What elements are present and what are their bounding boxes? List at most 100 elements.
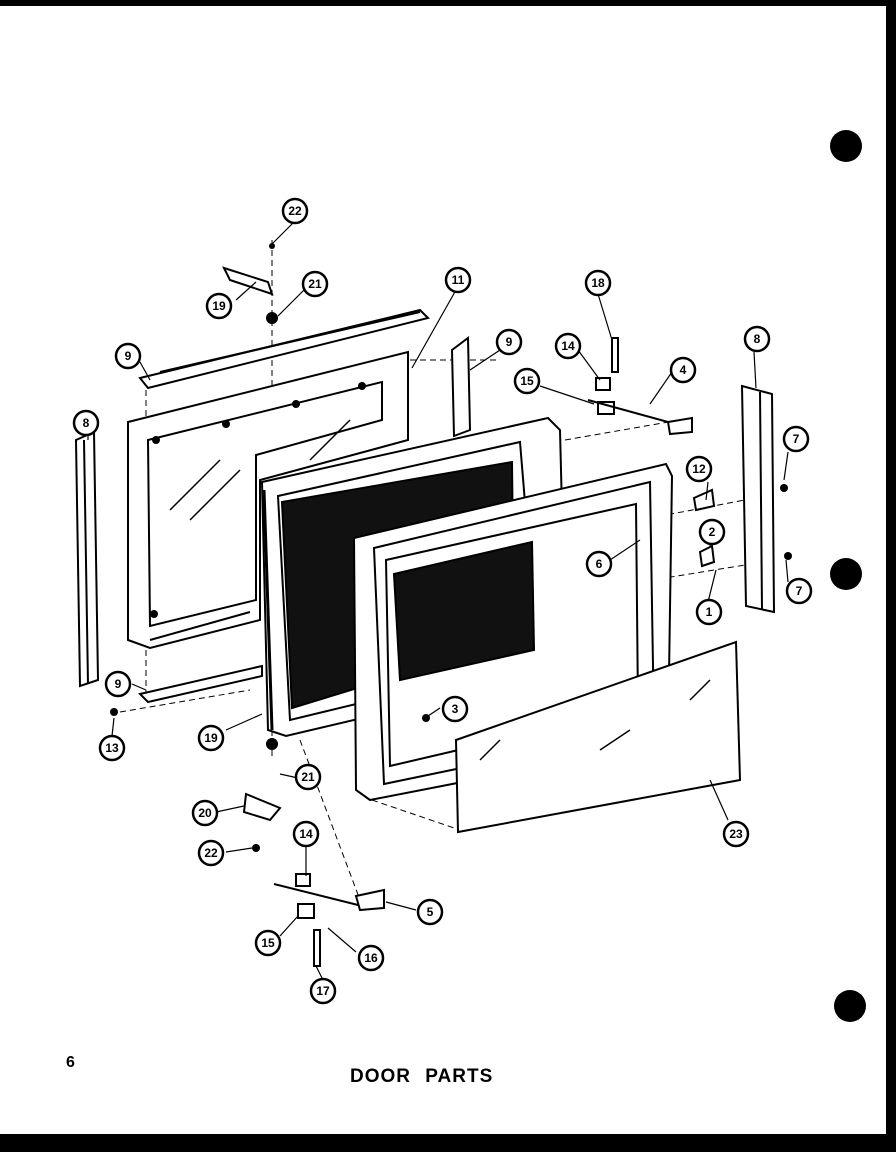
binder-hole	[834, 990, 866, 1022]
callout-circle	[416, 898, 444, 926]
callout-2: 2	[698, 518, 726, 546]
binder-hole	[830, 130, 862, 162]
callout-20: 20	[191, 799, 219, 827]
callout-label: 17	[316, 984, 330, 998]
binder-hole	[830, 558, 862, 590]
callout-8: 8	[72, 409, 100, 437]
callout-label: 15	[520, 374, 534, 388]
glass-panel	[454, 640, 742, 834]
page-number: 6	[66, 1054, 75, 1071]
scan-edge-bottom	[0, 1134, 896, 1152]
callout-label: 21	[308, 277, 322, 291]
callout-label: 9	[115, 677, 122, 691]
callout-circle	[114, 342, 142, 370]
right-trim-strip	[740, 384, 776, 614]
right-small-trim	[450, 336, 472, 438]
callout-7: 7	[782, 425, 810, 453]
callout-group: 2221191199818141548712261791319321202214…	[72, 197, 813, 1005]
hinge-parts	[222, 266, 716, 967]
left-trim-strip	[74, 430, 100, 688]
callout-circle	[495, 328, 523, 356]
callout-circle	[197, 724, 225, 752]
callout-label: 19	[204, 731, 218, 745]
callout-6: 6	[585, 550, 613, 578]
callout-circle	[685, 455, 713, 483]
callout-14: 14	[554, 332, 582, 360]
callout-label: 9	[506, 335, 513, 349]
callout-12: 12	[685, 455, 713, 483]
callout-circle	[72, 409, 100, 437]
callout-label: 3	[452, 702, 459, 716]
callout-17: 17	[309, 977, 337, 1005]
top-trim-strip	[138, 308, 430, 390]
callout-5: 5	[416, 898, 444, 926]
callout-label: 19	[212, 299, 226, 313]
callout-label: 7	[796, 584, 803, 598]
callout-15: 15	[254, 929, 282, 957]
callout-circle	[554, 332, 582, 360]
callout-circle	[254, 929, 282, 957]
callout-4: 4	[669, 356, 697, 384]
callout-label: 5	[427, 905, 434, 919]
callout-circle	[695, 598, 723, 626]
callout-circle	[743, 325, 771, 353]
leader-lines	[87, 221, 789, 979]
outer-glass-highlights	[169, 419, 351, 521]
callout-label: 7	[793, 432, 800, 446]
callout-label: 23	[729, 827, 743, 841]
callout-circle	[98, 734, 126, 762]
outer-door-panel	[127, 350, 409, 650]
callout-circle	[585, 550, 613, 578]
bottom-trim-strip	[138, 664, 263, 704]
callout-circle	[205, 292, 233, 320]
callout-13: 13	[98, 734, 126, 762]
callout-label: 8	[83, 416, 90, 430]
callout-16: 16	[357, 944, 385, 972]
callout-label: 14	[561, 339, 575, 353]
callout-circle	[584, 269, 612, 297]
callout-circle	[294, 763, 322, 791]
callout-8: 8	[743, 325, 771, 353]
callout-circle	[669, 356, 697, 384]
callout-circle	[444, 266, 472, 294]
callout-circle	[281, 197, 309, 225]
callout-circle	[785, 577, 813, 605]
callout-22: 22	[281, 197, 309, 225]
callout-circle	[441, 695, 469, 723]
callout-23: 23	[722, 820, 750, 848]
callout-circle	[191, 799, 219, 827]
callout-19: 19	[197, 724, 225, 752]
callout-label: 20	[198, 806, 212, 820]
callout-label: 6	[596, 557, 603, 571]
callout-18: 18	[584, 269, 612, 297]
callout-circle	[301, 270, 329, 298]
callout-label: 1	[706, 605, 713, 619]
callout-circle	[722, 820, 750, 848]
page-title: DOOR PARTS	[350, 1066, 494, 1087]
callout-label: 8	[754, 332, 761, 346]
callout-21: 21	[294, 763, 322, 791]
callout-label: 9	[125, 349, 132, 363]
fasteners	[110, 243, 792, 852]
callout-3: 3	[441, 695, 469, 723]
callout-22: 22	[197, 839, 225, 867]
callout-label: 2	[709, 525, 716, 539]
callout-label: 16	[364, 951, 378, 965]
callout-circle	[782, 425, 810, 453]
callout-label: 14	[299, 827, 313, 841]
callout-15: 15	[513, 367, 541, 395]
scan-edge-top	[0, 0, 896, 6]
inner-frame-window	[392, 540, 536, 682]
callout-circle	[197, 839, 225, 867]
callout-label: 4	[680, 363, 687, 377]
callout-9: 9	[104, 670, 132, 698]
callout-circle	[513, 367, 541, 395]
callout-21: 21	[301, 270, 329, 298]
callout-label: 22	[204, 846, 218, 860]
callout-circle	[309, 977, 337, 1005]
callout-label: 13	[105, 741, 119, 755]
scan-edge-right	[886, 0, 896, 1152]
callout-circle	[292, 820, 320, 848]
callout-label: 21	[301, 770, 315, 784]
